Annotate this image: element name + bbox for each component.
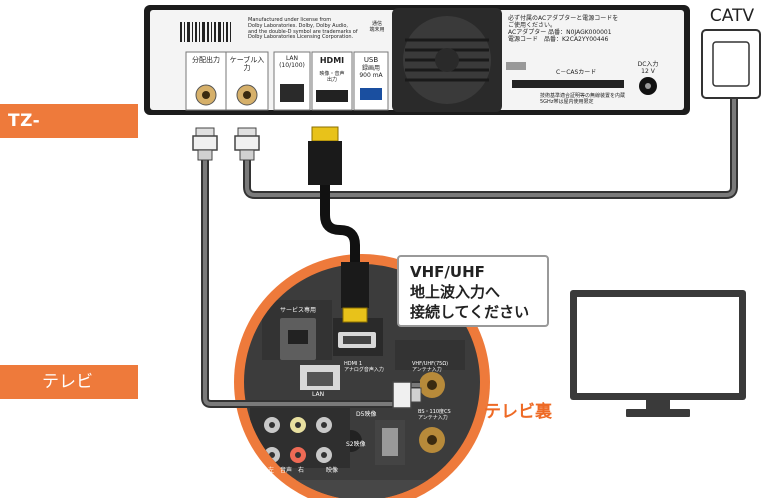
tv-port-hdmi1: HDMI 1 アナログ音声入力 <box>344 361 384 373</box>
tv-tag: テレビ <box>0 365 138 399</box>
catv-label: CATV <box>709 6 755 26</box>
recorder-rear-panel <box>144 5 690 115</box>
tv-port-video: 映像 <box>326 467 339 474</box>
hdmi-plug-device <box>308 126 342 185</box>
hdmi-plug-tv <box>341 262 369 323</box>
tv-set-icon <box>570 290 746 417</box>
port-label-lan: LAN (10/100) <box>279 55 305 69</box>
port-label-usb-sub: 録画用 900 mA <box>359 65 383 79</box>
tv-port-antenna-bs: BS・110度CS アンテナ入力 <box>418 409 451 421</box>
tv-port-antenna-vhf: VHF/UHF(75Ω) アンテナ入力 <box>412 361 449 373</box>
tv-port-lan: LAN <box>312 391 325 398</box>
tv-port-d4: D5映像 <box>356 411 377 418</box>
port-label-dc: DC入力 12 V <box>637 61 659 75</box>
cable-hdmi <box>320 185 360 285</box>
port-label-cable-in: ケーブル入力 <box>229 56 265 73</box>
tv-port-service: サービス専用 <box>280 307 317 314</box>
port-label-hdmi: HDMI <box>319 56 345 65</box>
port-label-split-out: 分配出力 <box>192 56 220 64</box>
port-label-usb: USB <box>363 56 379 64</box>
callout-text: VHF/UHF 地上波入力へ 接続してください <box>410 263 530 321</box>
ccas-card-label: C－CASカード <box>556 69 597 76</box>
catv-wall-outlet <box>701 29 761 99</box>
certification-text: 技術基準適合証明等の無線装置を内蔵 5GHz帯は屋内使用限定 <box>540 93 626 105</box>
callout-box <box>397 255 549 327</box>
f-connector-tv-antenna <box>392 381 422 409</box>
port-label-usb-top: 通信 端末用 <box>369 21 385 33</box>
device-name-tag: TZ-LT1500BW <box>0 104 138 165</box>
tv-port-s2: S2映像 <box>346 441 366 448</box>
adapter-instructions: 必ず付属のACアダプターと電源コードを ご使用ください。 ACアダプター 品番：… <box>508 15 619 43</box>
tv-port-audio: 左 音声 右 <box>268 467 305 474</box>
cable-catv-to-cable-input <box>243 80 738 199</box>
tv-back-label: テレビ裏 <box>484 402 552 422</box>
f-connector-split-out <box>192 127 218 161</box>
f-connector-cable-in <box>234 127 260 161</box>
dolby-license-text: Manufactured under license from Dolby La… <box>248 17 358 41</box>
port-label-hdmi-sub: 映像・音声 出力 <box>319 71 345 83</box>
